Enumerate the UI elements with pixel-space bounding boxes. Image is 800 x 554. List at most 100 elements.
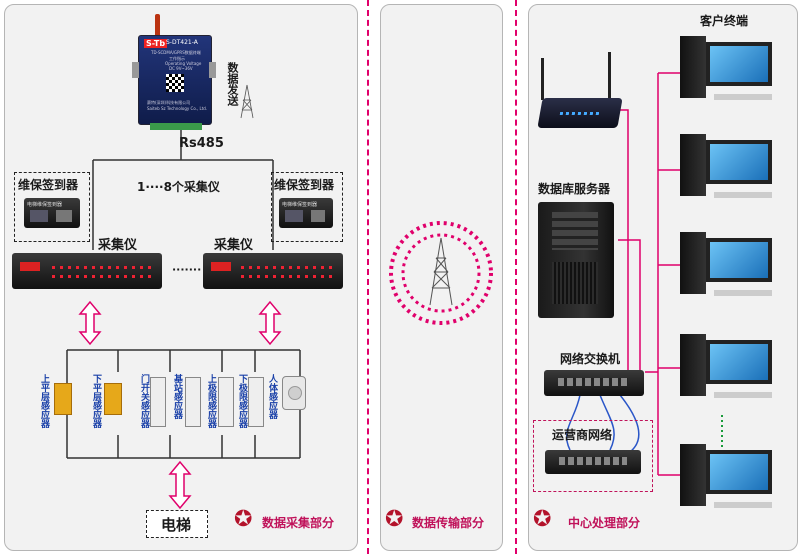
device-subtitle: TD-SCDMA/GPRS数据终端 xyxy=(151,50,201,55)
signin-device-right: 电梯维保签到器 xyxy=(279,198,333,228)
label-elevator: 电梯 xyxy=(161,516,192,534)
signin-device-left: 电梯维保签到器 xyxy=(24,198,80,228)
isp-switch xyxy=(545,450,641,474)
label-client: 客户终端 xyxy=(700,14,749,28)
collector-left-leds xyxy=(52,266,152,269)
label-rs485: Rs485 xyxy=(179,136,224,151)
pc-keyboard xyxy=(714,94,772,100)
label-collectors-range: 1····8个采集仪 xyxy=(137,180,220,194)
sensor-upper-level xyxy=(54,383,72,415)
client-pc-4 xyxy=(678,328,778,406)
pc-keyboard xyxy=(714,392,772,398)
client-pc-2 xyxy=(678,128,778,206)
maintenance-box-right xyxy=(271,172,343,242)
label-collector-left: 采集仪 xyxy=(98,238,138,253)
pc-screen xyxy=(710,46,768,82)
signin-title-left: 电梯维保签到器 xyxy=(27,202,63,208)
sensor-human-lens xyxy=(288,386,302,400)
signin-button-right xyxy=(311,210,325,222)
pc-monitor xyxy=(706,340,772,384)
sensor-label-human: 人体感应器 xyxy=(267,374,277,419)
pc-keyboard xyxy=(714,290,772,296)
isp-switch-ports xyxy=(559,457,627,465)
device-model: S-DT421-A xyxy=(166,39,198,46)
device-small-1: 工作指示 xyxy=(169,56,185,61)
router-leds xyxy=(559,112,601,115)
qr-code xyxy=(166,74,184,92)
device-small-2: Operating Voltage xyxy=(165,61,202,66)
server-bays xyxy=(552,212,598,250)
data-terminal-device: S-Tb S-DT421-A TD-SCDMA/GPRS数据终端 工作指示 Op… xyxy=(138,35,212,125)
sensor-label-lower-level: 下平层感应器 xyxy=(91,374,101,428)
label-isp: 运营商网络 xyxy=(552,428,613,442)
client-pc-1 xyxy=(678,30,778,108)
sensor-base-station xyxy=(185,377,201,427)
switch-ports xyxy=(558,378,628,386)
elevator-box xyxy=(146,510,208,538)
pc-screen xyxy=(710,144,768,180)
pc-screen xyxy=(710,242,768,278)
server-vents xyxy=(552,262,598,304)
pc-keyboard xyxy=(714,192,772,198)
sensor-label-lower-limit: 下极限感应器 xyxy=(237,374,247,428)
mount-ear-left xyxy=(132,62,139,78)
pc-keyboard xyxy=(714,502,772,508)
sensor-door xyxy=(150,377,166,427)
star-icon: ✪ xyxy=(533,507,552,532)
router-antenna-left xyxy=(541,58,544,100)
db-server-tower xyxy=(538,202,614,318)
star-icon: ✪ xyxy=(385,507,404,532)
footer-left: 数据采集部分 xyxy=(262,516,335,530)
collector-left xyxy=(12,253,162,289)
label-collector-right: 采集仪 xyxy=(214,238,254,253)
device-company-en: Saiteb Sz Technology Co., Ltd. xyxy=(147,106,208,111)
pc-tower xyxy=(680,232,706,294)
maintenance-box-left xyxy=(14,172,90,242)
isp-dashbox xyxy=(533,420,653,492)
pc-monitor xyxy=(706,42,772,86)
antenna xyxy=(155,14,160,38)
signin-screen-left xyxy=(30,210,48,222)
sensor-human-body xyxy=(282,376,306,410)
panel-data-transmission xyxy=(380,4,503,551)
device-small-3: DC 9V~36V xyxy=(169,66,193,71)
client-pc-5 xyxy=(678,438,778,516)
footer-middle: 数据传输部分 xyxy=(412,516,485,530)
pc-monitor xyxy=(706,140,772,184)
device-brand: S-Tb xyxy=(144,39,168,48)
sensor-lower-limit xyxy=(248,377,264,427)
pc-tower xyxy=(680,444,706,506)
divider-left xyxy=(367,0,369,554)
collector-right xyxy=(203,253,343,289)
router-antenna-right xyxy=(608,52,611,98)
label-switch: 网络交换机 xyxy=(560,352,621,366)
label-data-send: 数据发送 xyxy=(226,62,239,106)
signin-button-left xyxy=(56,210,72,222)
device-terminal-block xyxy=(150,123,202,130)
pc-tower xyxy=(680,134,706,196)
footer-right: 中心处理部分 xyxy=(568,516,641,530)
sensor-label-base-station: 基站感应器 xyxy=(172,374,182,419)
network-switch xyxy=(544,370,644,396)
sensor-label-door: 门开关感应器 xyxy=(139,374,149,428)
signin-screen-right xyxy=(285,210,303,222)
label-maintain-right: 维保签到器 xyxy=(274,178,335,192)
collector-left-terminal xyxy=(20,262,40,271)
pc-tower xyxy=(680,36,706,98)
collector-right-leds-2 xyxy=(241,275,336,278)
sensor-upper-limit xyxy=(218,377,234,427)
collector-left-leds-2 xyxy=(52,275,152,278)
pc-monitor xyxy=(706,238,772,282)
pc-tower xyxy=(680,334,706,396)
pc-screen xyxy=(710,344,768,380)
pc-monitor xyxy=(706,450,772,494)
label-ellipsis: ······· xyxy=(172,263,202,276)
sensor-lower-level xyxy=(104,383,122,415)
collector-right-leds xyxy=(241,266,336,269)
signin-title-right: 电梯维保签到器 xyxy=(282,202,318,208)
star-icon: ✪ xyxy=(234,507,253,532)
client-pc-3 xyxy=(678,226,778,304)
label-db-server: 数据库服务器 xyxy=(538,182,611,196)
mount-ear-right xyxy=(209,62,216,78)
router xyxy=(537,98,623,128)
